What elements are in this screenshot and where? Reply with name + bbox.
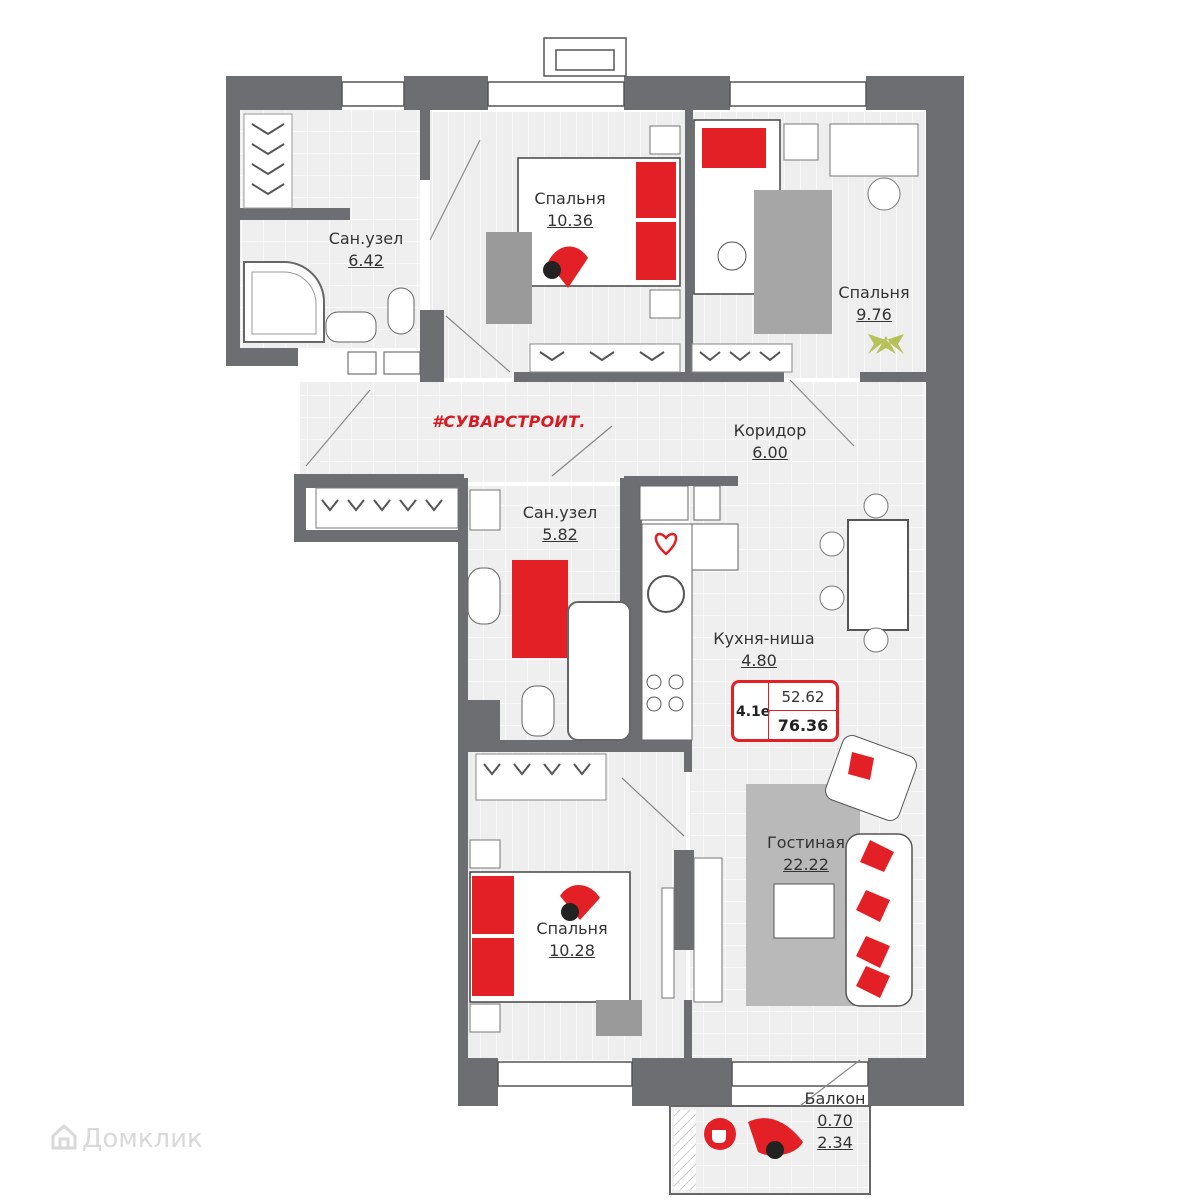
sink-icon	[325, 311, 377, 343]
room-area: 9.76	[856, 305, 892, 324]
living-area-value: 52.62	[781, 688, 825, 706]
room-area: 5.82	[542, 525, 578, 544]
living-furniture	[693, 735, 917, 1007]
kitchen-fixtures	[639, 485, 739, 741]
room-name: Спальня	[536, 919, 608, 938]
heart-icon	[654, 532, 678, 556]
room-label-balcony: Балкон 0.70 2.34	[798, 1088, 872, 1154]
room-area: 6.42	[348, 251, 384, 270]
watermark-text: Домклик	[82, 1124, 203, 1154]
bedroom3-furniture	[469, 753, 675, 1036]
room-area: 6.00	[752, 443, 788, 462]
room-name: Кухня-ниша	[713, 629, 815, 648]
brand-text: #СУВАРСТРОИТ	[432, 412, 580, 431]
room-name: Спальня	[838, 283, 910, 302]
room-label-bathroom2: Сан.узел 5.82	[512, 502, 608, 546]
bathroom2-fixtures	[467, 489, 631, 741]
brand-logo: #СУВАРСТРОИТ.	[432, 412, 586, 431]
room-area: 4.80	[741, 651, 777, 670]
room-label-living: Гостиная 22.22	[756, 832, 856, 876]
room-label-kitchen: Кухня-ниша 4.80	[706, 628, 822, 672]
room-area-total: 2.34	[817, 1133, 853, 1152]
corridor-wardrobe	[315, 487, 459, 529]
room-area: 10.28	[549, 941, 595, 960]
dining-table	[819, 493, 909, 653]
house-icon	[50, 1123, 78, 1158]
cat-icon	[717, 241, 747, 271]
apartment-code: 4.1е	[736, 704, 771, 720]
bathtub-icon	[243, 261, 325, 343]
room-area: 10.36	[547, 211, 593, 230]
watermark: Домклик	[50, 1123, 203, 1158]
room-label-bedroom3: Спальня 10.28	[522, 918, 622, 962]
brand-dot: .	[579, 412, 586, 431]
bedroom2-furniture	[691, 119, 919, 373]
balcony	[669, 1105, 871, 1195]
room-area: 22.22	[783, 855, 829, 874]
room-name: Сан.узел	[522, 503, 598, 522]
room-label-bathroom1: Сан.узел 6.42	[318, 228, 414, 272]
badge-divider-vertical	[768, 683, 769, 739]
walls	[226, 76, 964, 1106]
badge-divider-horizontal	[768, 710, 836, 711]
total-area-value: 76.36	[777, 716, 829, 735]
room-name: Спальня	[534, 189, 606, 208]
room-label-bedroom2: Спальня 9.76	[826, 282, 922, 326]
room-area: 0.70	[817, 1111, 853, 1130]
room-name: Балкон	[804, 1089, 866, 1108]
toilet-icon	[387, 287, 415, 335]
plant-icon	[868, 334, 904, 354]
room-name: Коридор	[733, 421, 807, 440]
room-name: Сан.узел	[328, 229, 404, 248]
room-name: Гостиная	[767, 833, 845, 852]
area-badge: 4.1е 52.62 76.36	[731, 680, 839, 742]
windows	[341, 37, 869, 1087]
bedroom1-furniture	[486, 125, 681, 373]
room-label-corridor: Коридор 6.00	[722, 420, 818, 464]
bathroom1-fixtures	[243, 113, 421, 375]
door-swings	[305, 139, 861, 1107]
room-label-bedroom1: Спальня 10.36	[520, 188, 620, 232]
